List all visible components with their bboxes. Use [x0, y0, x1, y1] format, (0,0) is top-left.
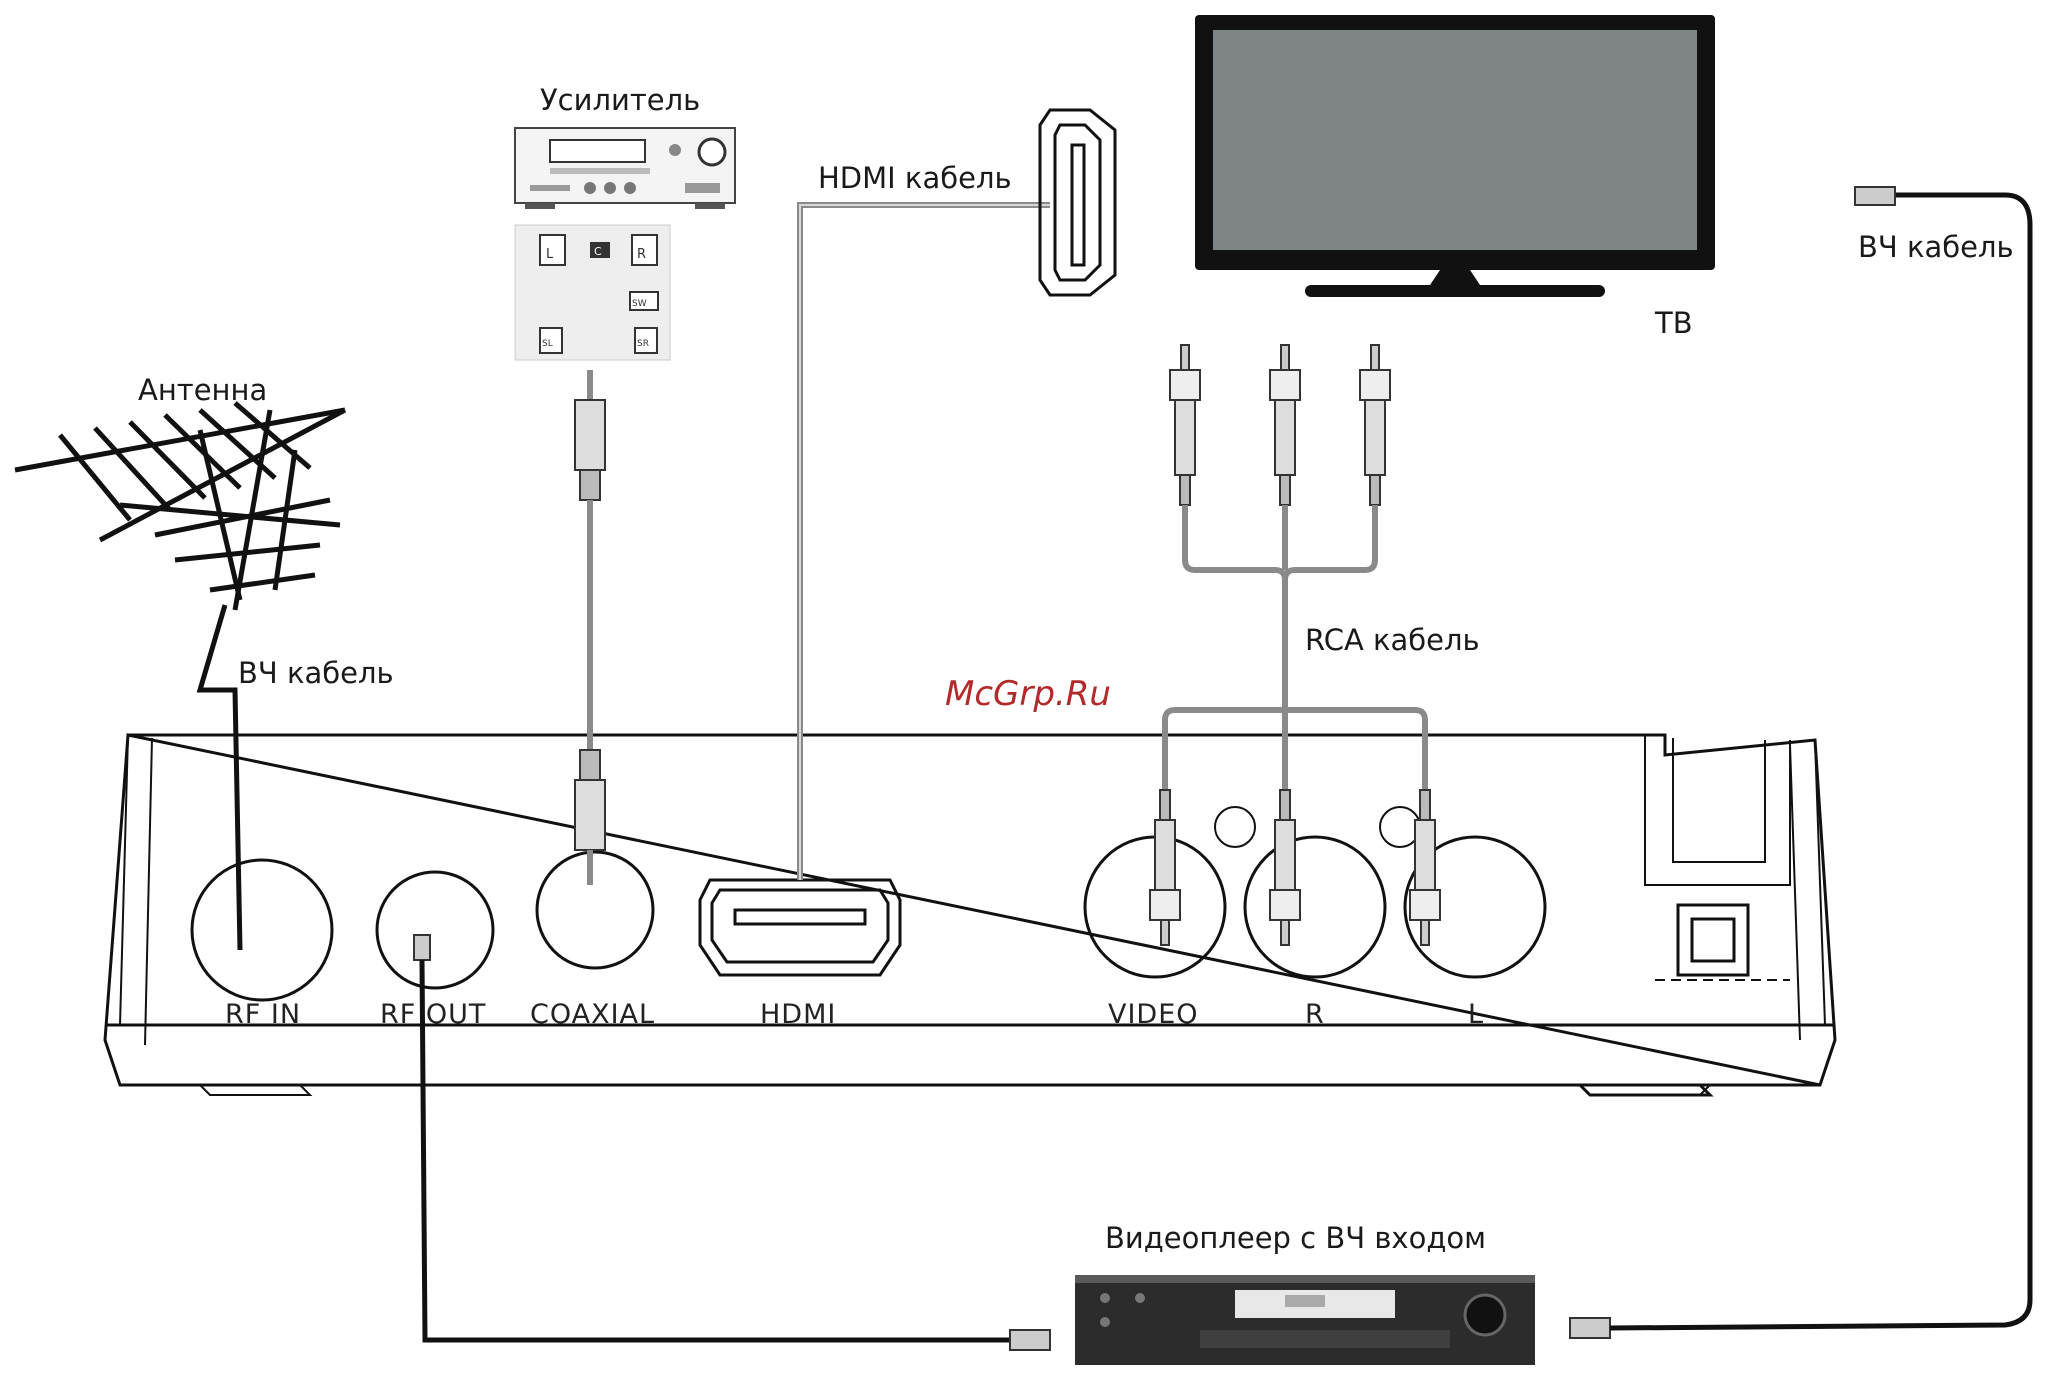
- speaker-layout: L C R SW SL SR: [514, 224, 671, 361]
- rf-cable-left-label: ВЧ кабель: [238, 656, 394, 690]
- rf-cable-antenna: [196, 604, 243, 951]
- speaker-rear-right-label: SR: [637, 339, 649, 349]
- port-label-r: R: [1305, 999, 1325, 1030]
- port-label-video: VIDEO: [1108, 999, 1199, 1030]
- port-coaxial: [535, 850, 655, 970]
- port-label-rf-out: RF OUT: [380, 999, 486, 1030]
- rca-cable-label: RCA кабель: [1305, 623, 1480, 657]
- tv-icon: [1195, 15, 1715, 297]
- port-rf-out: [375, 870, 495, 990]
- set-top-box: [103, 733, 1837, 1097]
- port-label-l: L: [1468, 999, 1484, 1030]
- rca-cable: [1149, 344, 1441, 946]
- hdmi-cable-label: HDMI кабель: [818, 161, 1012, 195]
- rca-plug-bottom: [1149, 789, 1181, 946]
- port-label-hdmi: HDMI: [760, 999, 836, 1030]
- rca-plug-bottom: [1409, 789, 1441, 946]
- rca-plug-top: [1169, 344, 1201, 506]
- video-player-icon: [1075, 1275, 1535, 1365]
- speaker-subwoofer-icon: [629, 291, 659, 311]
- speaker-subwoofer-label: SW: [632, 299, 647, 309]
- speaker-center-label: C: [594, 245, 602, 258]
- hdmi-cable: [797, 108, 1117, 880]
- speaker-rear-left-icon: [539, 327, 563, 354]
- watermark: McGrp.Ru: [945, 674, 1111, 714]
- card-slot: [1676, 903, 1750, 977]
- rf-cable-right-label: ВЧ кабель: [1858, 230, 2014, 264]
- port-label-rf-in: RF IN: [225, 999, 301, 1030]
- amplifier-icon: [514, 127, 736, 209]
- led-hole: [1214, 806, 1256, 848]
- port-rf-in: [190, 858, 334, 1002]
- rf-cable-player: [413, 934, 1051, 1351]
- antenna-icon: [14, 401, 347, 611]
- speaker-front-left-icon: [539, 234, 566, 266]
- speaker-rear-left-label: SL: [542, 339, 553, 349]
- speaker-rear-right-icon: [634, 327, 658, 354]
- speaker-front-right-label: R: [637, 247, 646, 262]
- speaker-center-icon: [590, 242, 610, 258]
- rca-plug-top: [1359, 344, 1391, 506]
- tv-label: ТВ: [1654, 306, 1693, 340]
- video-player-label: Видеоплеер с ВЧ входом: [1105, 1221, 1486, 1255]
- rca-plug-bottom: [1269, 789, 1301, 946]
- coaxial-cable: [574, 370, 606, 885]
- speaker-front-right-icon: [631, 234, 658, 266]
- port-label-coaxial: COAXIAL: [530, 999, 655, 1030]
- speaker-front-left-label: L: [546, 247, 554, 262]
- antenna-label: Антенна: [138, 373, 267, 407]
- rf-cable-tv: [1569, 186, 2033, 1339]
- amplifier-label: Усилитель: [540, 83, 700, 117]
- rca-plug-top: [1269, 344, 1301, 506]
- port-l: [1403, 835, 1547, 979]
- port-hdmi: [698, 878, 902, 977]
- port-r: [1243, 835, 1387, 979]
